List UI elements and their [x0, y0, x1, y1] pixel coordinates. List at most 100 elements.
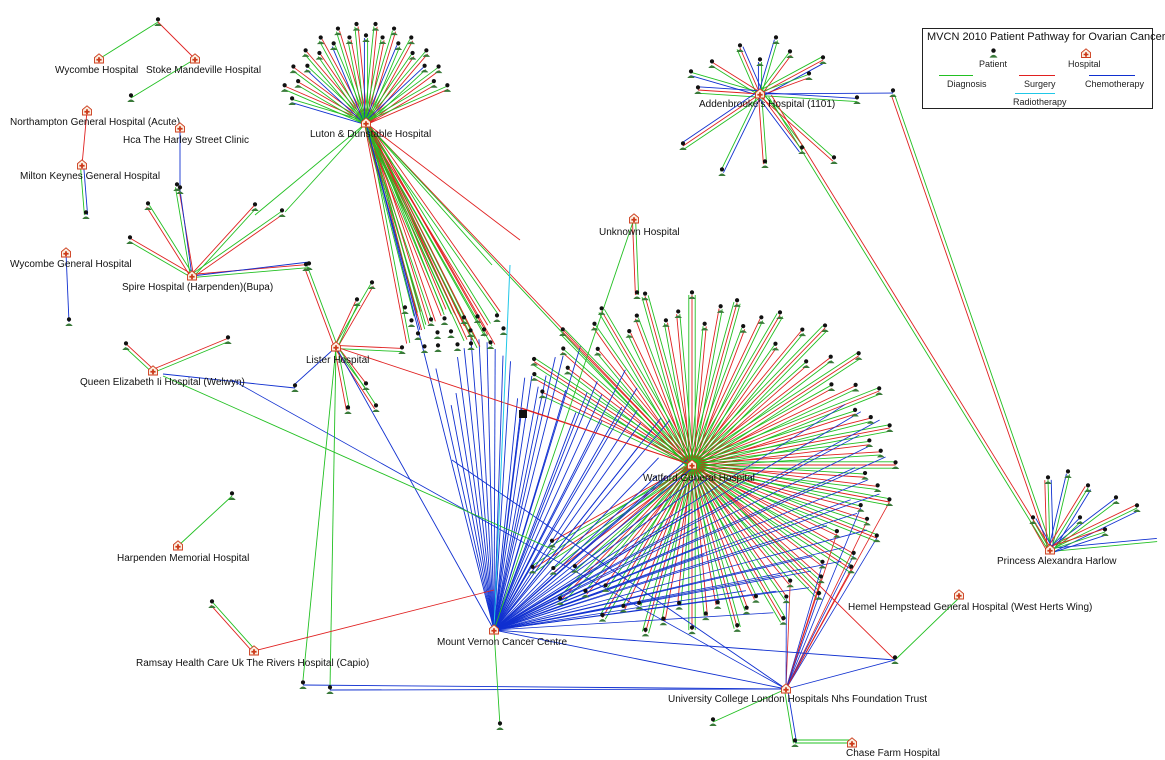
- patient-icon: [819, 55, 827, 64]
- pathway-edge: [1032, 519, 1051, 551]
- pathway-edge: [532, 363, 691, 469]
- pathway-edge: [333, 347, 347, 411]
- pathway-edge: [128, 240, 192, 278]
- pathway-edge: [689, 326, 704, 465]
- pathway-edge: [153, 341, 229, 373]
- pathway-edge: [677, 464, 691, 606]
- pathway-edge: [785, 569, 852, 690]
- patient-icon: [594, 346, 602, 356]
- pathway-edge: [601, 310, 693, 466]
- patient-icon: [802, 359, 810, 368]
- pathway-edge: [493, 392, 588, 631]
- hospital-node-princess: Princess Alexandra Harlow: [997, 544, 1117, 567]
- pathway-edge: [891, 95, 1049, 549]
- pathway-edge: [712, 62, 762, 94]
- patient-icon: [873, 533, 881, 543]
- hospital-label: Princess Alexandra Harlow: [997, 556, 1117, 567]
- patient-icon: [368, 280, 376, 289]
- legend-surgery-swatch: [1019, 75, 1055, 76]
- pathway-edge: [787, 688, 798, 743]
- hospital-node-wycombegen: Wycombe General Hospital: [10, 247, 132, 270]
- pathway-edge: [720, 93, 759, 172]
- pathway-edge: [190, 205, 255, 276]
- pathway-edge: [759, 95, 857, 103]
- patient-icon: [208, 599, 216, 608]
- pathway-edge: [365, 122, 495, 631]
- patient-icon: [126, 235, 134, 244]
- pathway-edge: [701, 469, 896, 661]
- pathway-edge: [493, 477, 709, 631]
- pathway-edge: [692, 461, 891, 500]
- pathway-edge: [690, 387, 879, 463]
- pathway-edge: [598, 350, 694, 465]
- hospital-label: Wycombe Hospital: [55, 65, 138, 76]
- pathway-edge: [785, 555, 855, 690]
- patient-icon: [854, 351, 863, 360]
- patient-icon: [708, 59, 716, 68]
- hospital-label: Luton & Dunstable Hospital: [310, 129, 431, 140]
- patient-icon: [371, 21, 380, 31]
- pathway-edge: [334, 347, 376, 410]
- patient-icon: [818, 559, 827, 569]
- pathway-edge: [493, 387, 638, 631]
- patient-icon: [486, 340, 495, 349]
- pathway-edge: [785, 583, 791, 690]
- pathway-edge: [364, 39, 411, 123]
- pathway-edge: [493, 458, 689, 631]
- hospital-node-addenbrookes: Addenbrooke's Hospital (1101): [699, 88, 835, 110]
- pathway-edge: [758, 94, 834, 162]
- pathway-edge: [493, 369, 626, 631]
- pathway-edge: [364, 66, 424, 123]
- patient-icon: [144, 201, 152, 210]
- patient-icon: [675, 600, 683, 610]
- pathway-edge: [337, 346, 351, 410]
- pathway-edge: [1050, 520, 1082, 552]
- pathway-edge: [297, 84, 366, 125]
- patient-icon: [865, 438, 874, 448]
- pathway-edge: [162, 375, 555, 551]
- patient-icon: [251, 202, 259, 211]
- patient-icon: [851, 407, 859, 417]
- pathway-edge: [284, 122, 367, 213]
- pathway-edge: [1051, 474, 1070, 551]
- pathway-edge: [691, 466, 865, 478]
- pathway-edge: [364, 123, 478, 349]
- pathway-edge: [493, 361, 511, 631]
- patient-icon: [581, 588, 590, 598]
- pathway-edge: [336, 344, 403, 349]
- hospital-icon: [94, 53, 104, 64]
- pathway-edge: [690, 75, 760, 96]
- pathway-edge: [1049, 507, 1138, 551]
- patient-icon: [420, 344, 429, 353]
- patient-icon: [761, 159, 769, 168]
- patient-icon: [538, 389, 547, 399]
- patient-icon: [633, 290, 641, 299]
- pathway-edge: [1050, 479, 1054, 550]
- pathway-edge: [762, 91, 805, 149]
- patient-icon: [863, 516, 871, 526]
- patient-icon: [228, 491, 236, 500]
- patient-icon: [430, 79, 438, 88]
- selected-node-marker[interactable]: [519, 410, 527, 418]
- patient-icon: [598, 612, 607, 622]
- pathway-edge: [691, 466, 861, 510]
- patient-icon: [473, 314, 482, 323]
- pathway-edge: [365, 122, 521, 241]
- pathway-edge: [493, 499, 851, 631]
- pathway-edge: [177, 495, 233, 547]
- pathway-edge: [493, 612, 774, 631]
- pathway-edge: [739, 47, 761, 95]
- pathway-edge: [785, 579, 822, 690]
- pathway-edge: [663, 323, 691, 466]
- pathway-edge: [364, 123, 415, 317]
- patient-icon: [771, 341, 780, 351]
- pathway-edge: [691, 302, 738, 466]
- pathway-edge: [365, 85, 447, 122]
- pathway-edge: [758, 56, 822, 92]
- pathway-edge: [768, 96, 1050, 552]
- hospital-node-chasefarm: Chase Farm Hospital: [846, 737, 940, 759]
- patient-icon: [65, 317, 73, 326]
- patient-icon: [329, 41, 338, 50]
- pathway-edge: [692, 463, 838, 533]
- pathway-edge: [691, 464, 738, 628]
